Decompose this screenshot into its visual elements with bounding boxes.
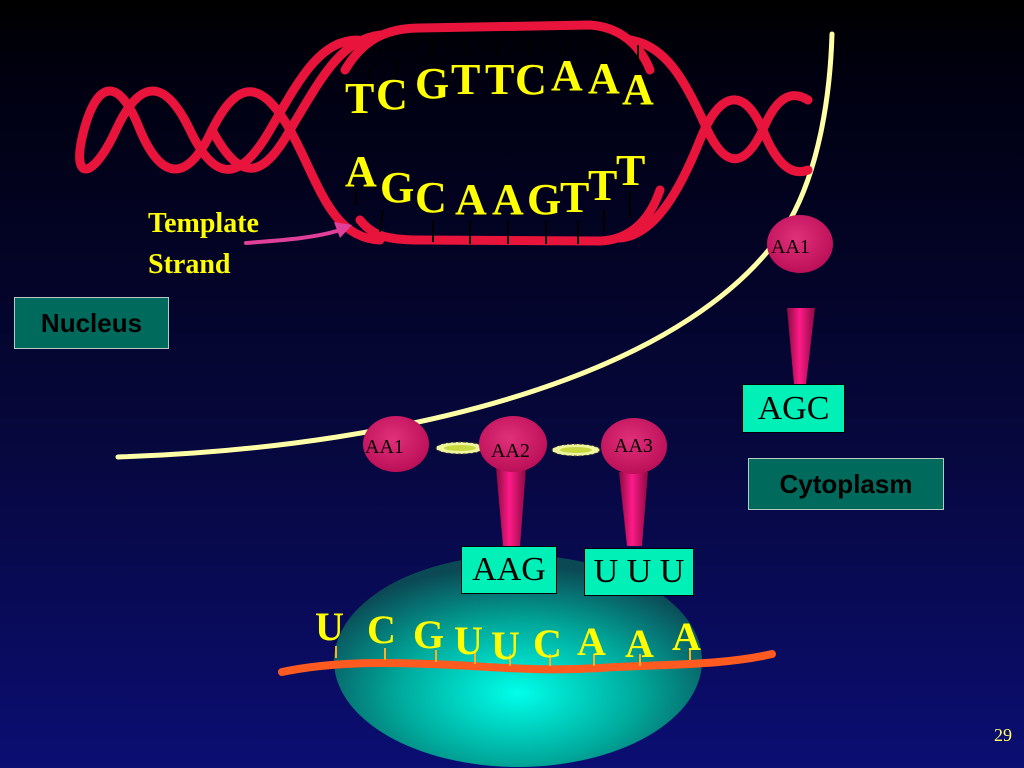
dna-top-base: T xyxy=(451,55,480,104)
mrna-bases: U C G U U C A A A xyxy=(315,604,701,668)
template-strand-label-line1: Template xyxy=(148,208,259,239)
template-arrow-icon xyxy=(244,222,352,245)
dna-bottom-base: G xyxy=(527,175,561,224)
mrna-base: U xyxy=(491,623,520,668)
dna-top-ticks xyxy=(367,35,639,86)
dna-bottom-base: T xyxy=(588,161,617,210)
mrna-base: C xyxy=(367,607,396,652)
ribosome xyxy=(334,555,702,767)
dna-bottom-strand-bases: A G C A A G T T T xyxy=(345,146,645,224)
dna-bottom-base: A xyxy=(492,175,524,224)
amino-acid-3-label: AA3 xyxy=(614,435,653,457)
free-amino-acid-label: AA1 xyxy=(771,236,810,258)
trna-stem xyxy=(619,472,648,546)
free-trna-anticodon: AGC xyxy=(742,384,845,433)
dna-top-base: G xyxy=(415,59,449,108)
mrna-base: A xyxy=(672,614,701,659)
mrna-base: U xyxy=(315,604,344,649)
dna-bottom-base: A xyxy=(455,175,487,224)
dna-top-base: T xyxy=(345,74,374,123)
page-number: 29 xyxy=(994,725,1012,745)
amino-acid-3 xyxy=(601,418,667,474)
cytoplasm-label: Cytoplasm xyxy=(748,458,944,510)
trna-2-anticodon: AAG xyxy=(461,546,557,594)
nuclear-membrane xyxy=(115,31,835,460)
peptide-bond-icon xyxy=(551,443,601,457)
dna-bottom-base: A xyxy=(345,147,377,196)
dna-bottom-base: G xyxy=(380,163,414,212)
dna-top-base: A xyxy=(588,54,620,103)
mrna-ticks xyxy=(335,646,691,666)
dna-top-base: C xyxy=(515,55,547,104)
dna-top-strand-bases: T C G T T C A A A xyxy=(345,51,654,123)
mrna-base: C xyxy=(533,621,562,666)
dna-bottom-base: T xyxy=(616,146,645,195)
dna-bottom-base: T xyxy=(560,173,589,222)
amino-acid-2-label: AA2 xyxy=(491,440,530,462)
trna-3-anticodon: U U U xyxy=(584,548,694,596)
free-amino-acid xyxy=(767,215,833,273)
amino-acid-1-label: AA1 xyxy=(365,436,404,458)
dna-helix-right xyxy=(615,35,813,243)
dna-top-base: C xyxy=(376,70,408,119)
dna-bottom-base: C xyxy=(415,173,447,222)
amino-acid-1 xyxy=(363,416,429,472)
nucleus-label: Nucleus xyxy=(14,297,169,349)
mrna-base: G xyxy=(413,612,444,657)
mrna-base: A xyxy=(577,619,606,664)
dna-top-base: T xyxy=(485,55,514,104)
mrna-base: U xyxy=(454,618,483,663)
mrna-base: A xyxy=(625,621,654,666)
dna-bottom-strand-backbone xyxy=(355,185,665,246)
amino-acid-2 xyxy=(479,416,547,472)
template-strand-label-line2: Strand xyxy=(148,249,231,280)
dna-bottom-ticks xyxy=(354,187,631,244)
dna-top-base: A xyxy=(622,65,654,114)
mrna-strand xyxy=(278,650,776,676)
free-trna: AA1 xyxy=(767,215,833,384)
trna-stem xyxy=(496,468,526,546)
dna-helix-left xyxy=(75,30,385,245)
peptide-bond-icon xyxy=(435,441,485,455)
dna-top-base: A xyxy=(551,51,583,100)
